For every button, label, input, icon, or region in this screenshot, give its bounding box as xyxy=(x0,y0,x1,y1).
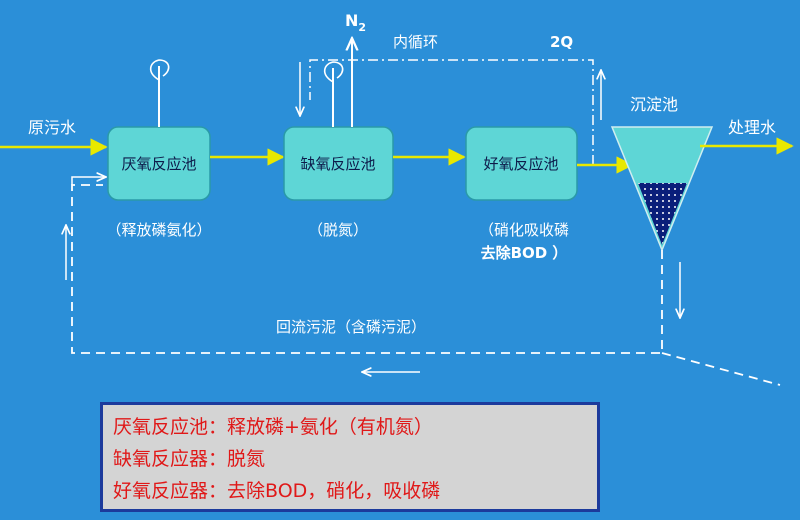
internal-recycle-label: 内循环 xyxy=(393,33,438,51)
anaerobic-note: （释放磷氨化） xyxy=(106,221,211,239)
summary-legend: 厌氧反应池：释放磷+氨化（有机氮） 缺氧反应器：脱氮 好氧反应器：去除BOD，硝… xyxy=(100,402,600,512)
n2-label: N2 xyxy=(345,11,366,34)
anoxic-note: （脱氮） xyxy=(308,221,368,239)
excess-sludge-line xyxy=(661,352,781,386)
anoxic-tank xyxy=(283,126,394,201)
return-sludge-label: 回流污泥（含磷污泥） xyxy=(276,318,426,336)
outflow-label: 处理水 xyxy=(728,118,776,137)
return-sludge-line xyxy=(71,184,663,354)
anaerobic-tank-label: 厌氧反应池 xyxy=(121,155,196,173)
return-sludge-entry-arrow xyxy=(71,177,106,185)
legend-line-anaerobic: 厌氧反应池：释放磷+氨化（有机氮） xyxy=(113,416,433,438)
clarifier-label: 沉淀池 xyxy=(630,95,678,114)
aerobic-tank-label: 好氧反应池 xyxy=(483,155,558,173)
legend-line-aerobic: 好氧反应器：去除BOD，硝化，吸收磷 xyxy=(113,480,441,502)
anoxic-mixer-icon xyxy=(323,61,344,83)
internal-recycle-line xyxy=(309,59,594,165)
clarifier-sludge xyxy=(638,183,687,245)
recycle-ratio-label: 2Q xyxy=(550,33,573,51)
anoxic-tank-label: 缺氧反应池 xyxy=(300,155,375,173)
legend-line-anoxic: 缺氧反应器：脱氮 xyxy=(113,448,266,470)
aerobic-note-line1: （硝化吸收磷 xyxy=(479,221,569,239)
inflow-label: 原污水 xyxy=(28,118,76,137)
anaerobic-mixer-icon xyxy=(149,59,170,81)
aerobic-tank xyxy=(465,126,578,201)
aerobic-note-line2: 去除BOD ） xyxy=(481,244,568,262)
